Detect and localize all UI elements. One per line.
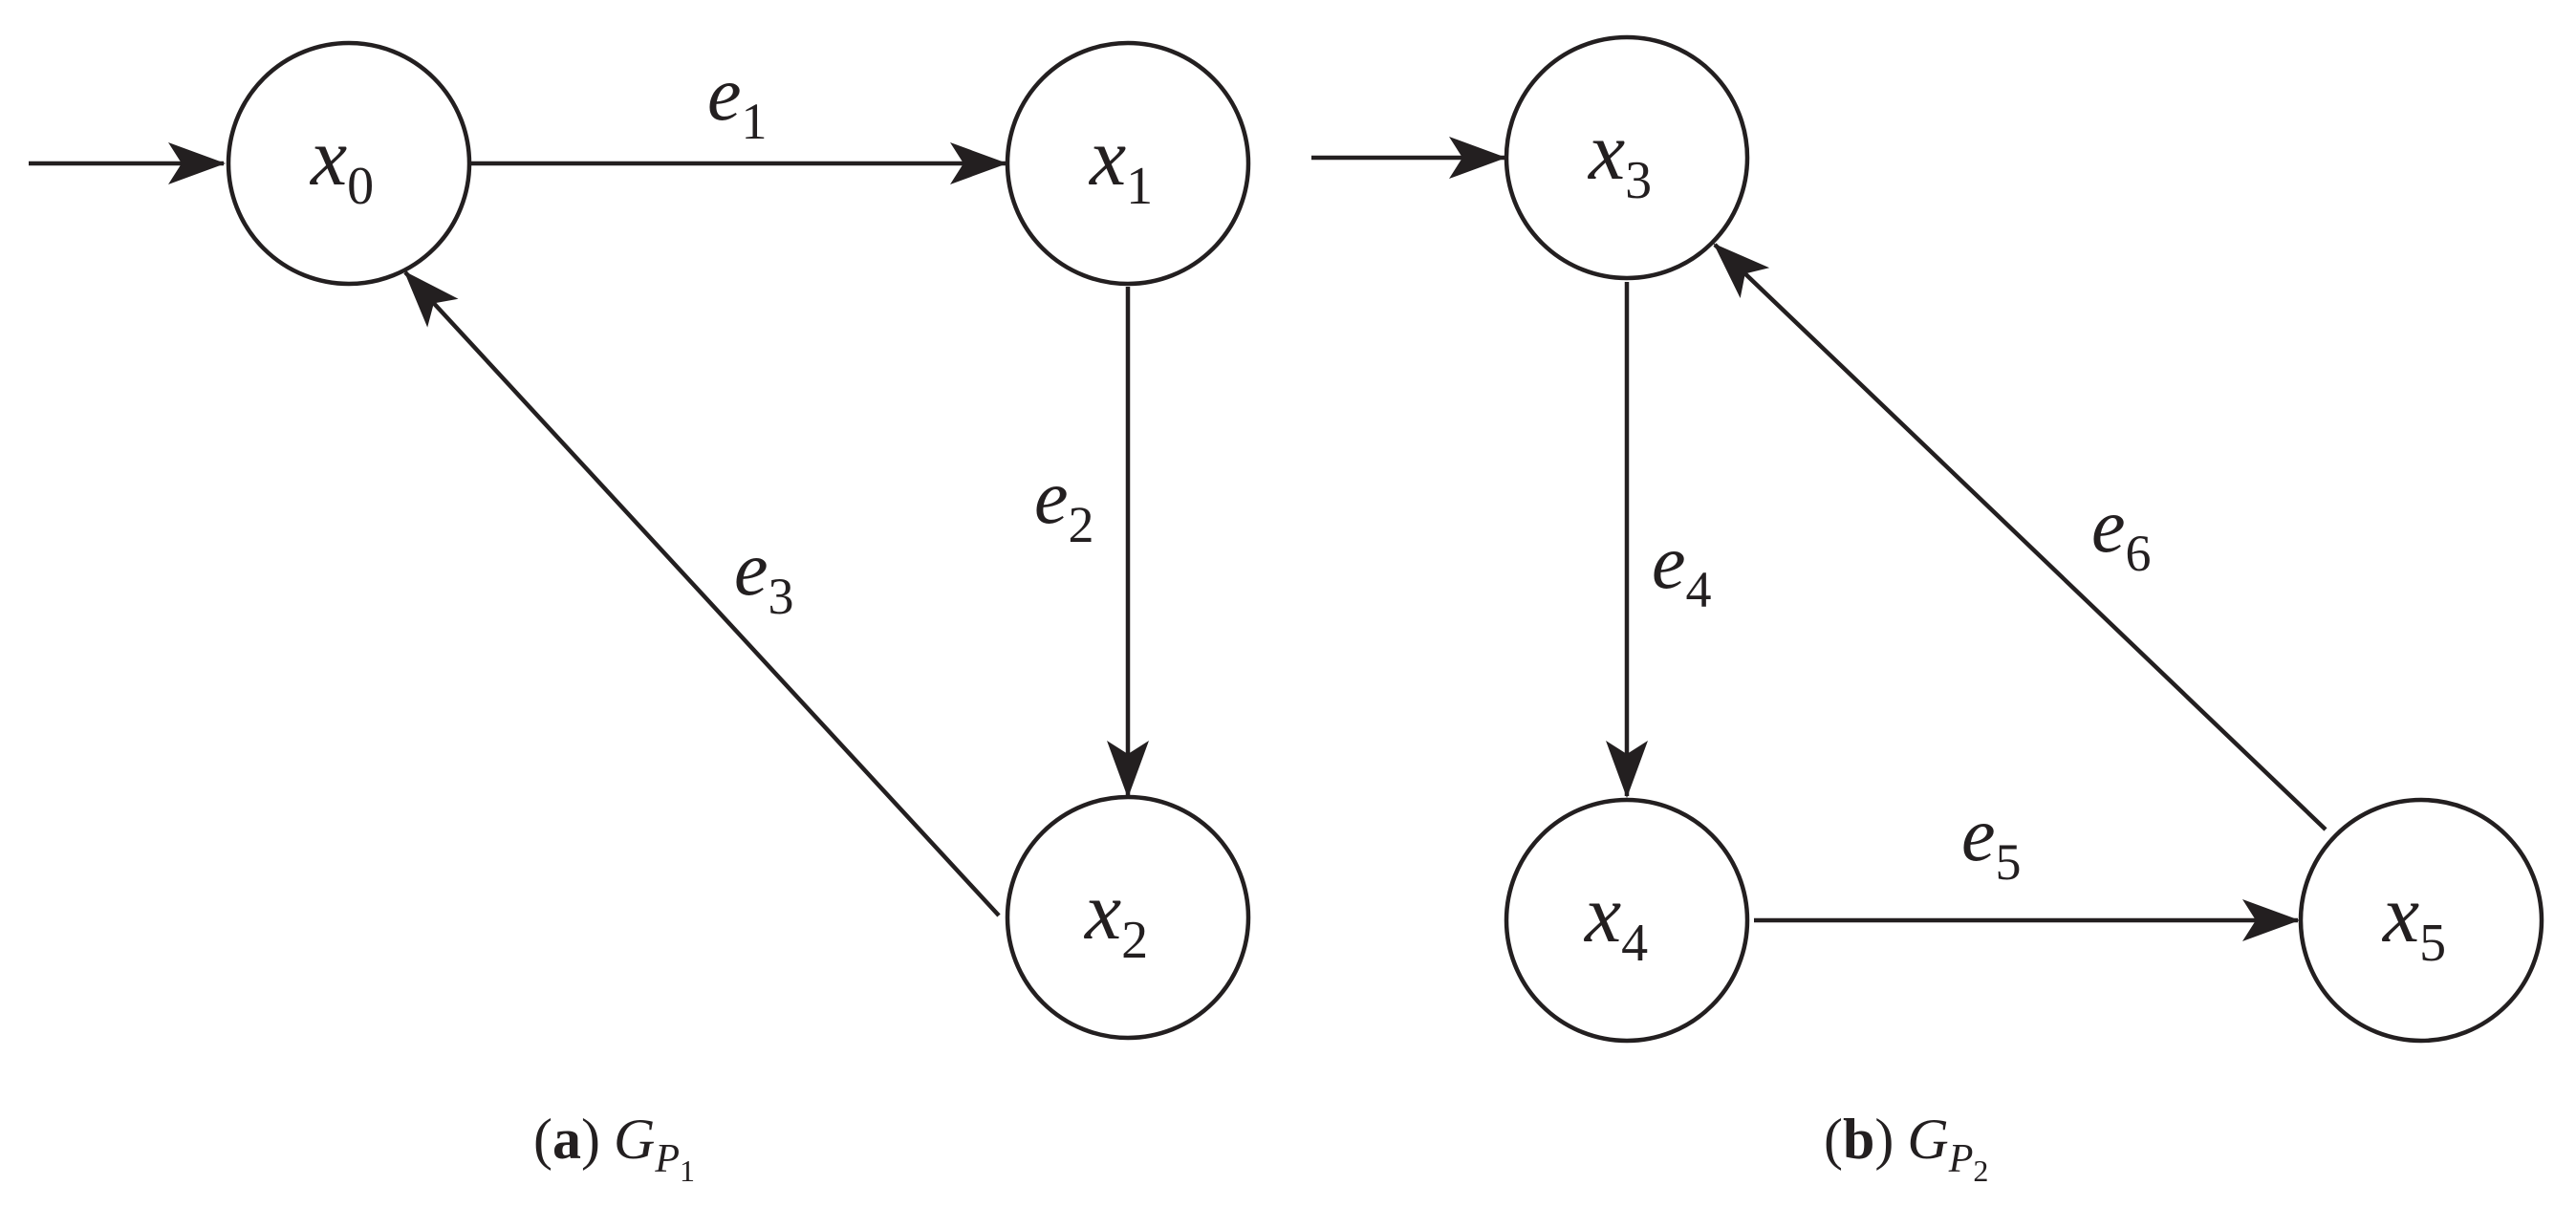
node-x4-circle bbox=[1504, 797, 1750, 1044]
edge-e2-label: e2 bbox=[1034, 456, 1094, 553]
node-x2-circle bbox=[1005, 794, 1251, 1041]
graph-a: x0 x1 x2 e1 e2 e3 (a)GP1 bbox=[29, 40, 1251, 1188]
edge-e5-label: e5 bbox=[1961, 793, 2022, 891]
caption-a: (a)GP1 bbox=[533, 1108, 695, 1188]
edge-e3-label: e3 bbox=[734, 528, 794, 625]
edge-e1-label: e1 bbox=[707, 53, 768, 150]
edge-e6-label: e6 bbox=[2091, 485, 2152, 582]
edge-e3-line bbox=[403, 270, 1001, 917]
graph-b: x3 x4 x5 e4 e5 e6 (b)GP2 bbox=[1311, 34, 2544, 1188]
node-x2-label: x2 bbox=[1083, 865, 1148, 970]
node-x0-circle bbox=[226, 40, 472, 287]
node-x5-circle bbox=[2298, 797, 2544, 1044]
edge-e4-label: e4 bbox=[1652, 521, 1712, 618]
caption-b: (b)GP2 bbox=[1824, 1108, 1988, 1188]
node-x3-circle bbox=[1504, 34, 1750, 281]
node-x1-circle bbox=[1005, 40, 1251, 287]
edge-e6-line bbox=[1713, 243, 2327, 831]
node-x1-label: x1 bbox=[1088, 111, 1153, 216]
node-x0-label: x0 bbox=[309, 111, 374, 216]
node-x4-label: x4 bbox=[1583, 868, 1648, 973]
node-x5-label: x5 bbox=[2381, 868, 2446, 973]
node-x3-label: x3 bbox=[1587, 105, 1652, 210]
